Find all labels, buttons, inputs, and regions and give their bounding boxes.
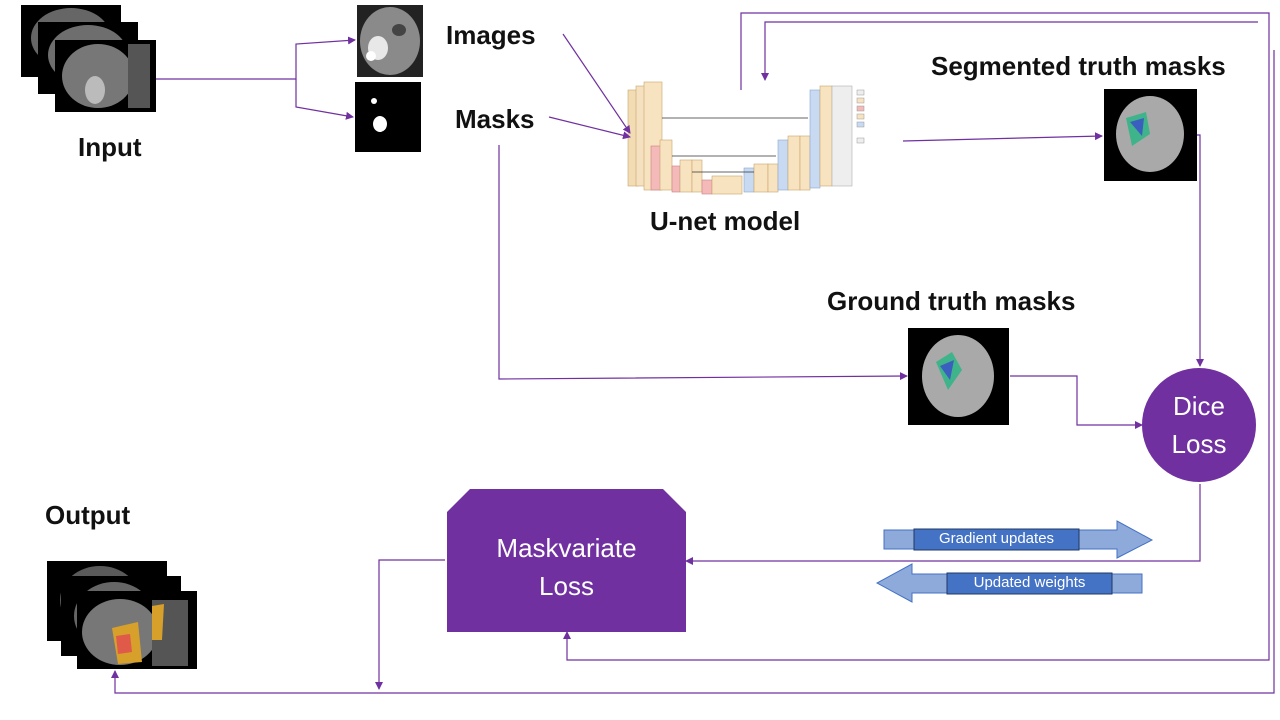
unet-architecture-figure	[627, 81, 865, 195]
dice-loss-node	[1142, 368, 1256, 482]
dice-loss-line2: Loss	[1171, 429, 1227, 459]
updated-weights-label: Updated weights	[973, 574, 1086, 591]
segmented-mask-image	[1104, 89, 1197, 181]
segmented-masks-label: Segmented truth masks	[931, 51, 1226, 81]
input-label: Input	[78, 132, 142, 162]
masks-label: Masks	[455, 104, 535, 134]
output-image-stack	[47, 561, 197, 669]
mri-sample-image	[357, 5, 423, 77]
output-label: Output	[45, 500, 131, 530]
gradient-updates-arrow	[883, 520, 1154, 559]
maskvariate-loss-node	[447, 489, 686, 632]
dice-loss-line1: Dice	[1172, 391, 1225, 421]
input-image-stack	[21, 5, 156, 112]
images-label: Images	[446, 20, 536, 50]
dice-loss-text: Dice Loss	[1142, 387, 1256, 463]
unet-label: U-net model	[650, 206, 801, 236]
updated-weights-arrow	[875, 563, 1143, 603]
connector-lines	[111, 12, 1275, 694]
maskvariate-loss-line1: Maskvariate	[496, 533, 637, 563]
maskvariate-loss-line2: Loss	[539, 571, 594, 601]
maskvariate-loss-text: Maskvariate Loss	[447, 529, 686, 605]
ground-truth-label: Ground truth masks	[827, 286, 1076, 316]
gradient-updates-label: Gradient updates	[938, 530, 1055, 547]
ground-truth-mask-image	[908, 328, 1009, 425]
binary-mask-image	[355, 82, 421, 152]
